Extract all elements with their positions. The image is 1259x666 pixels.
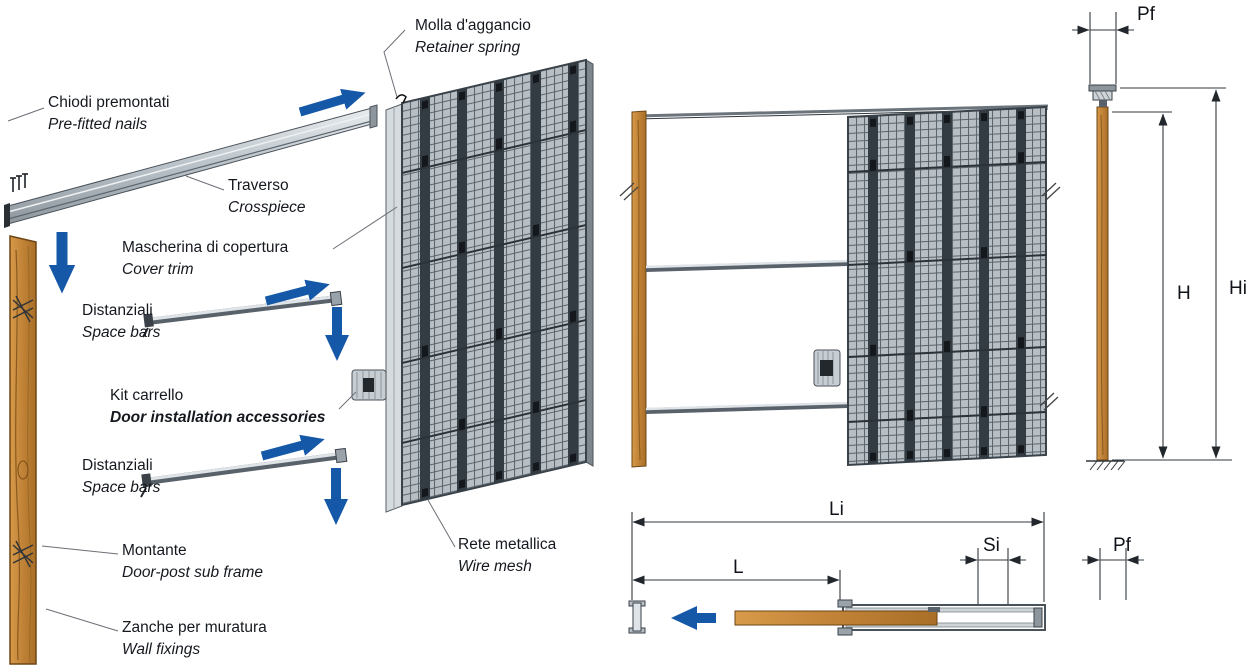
dim-hi: Hi [1229, 278, 1247, 299]
assembly-arrows [48, 88, 716, 631]
dim-li: Li [829, 499, 844, 520]
retainer-spring-part [395, 94, 407, 104]
label-retainer-spring-en: Retainer spring [415, 39, 521, 56]
plan-view [628, 599, 1046, 636]
label-cover-trim-it: Mascherina di copertura [122, 239, 289, 256]
label-retainer-spring-it: Molla d'aggancio [415, 17, 531, 34]
label-cover-trim-en: Cover trim [122, 261, 194, 278]
label-prefitted-nails-it: Chiodi premontati [48, 94, 170, 111]
assembled-view [619, 104, 1061, 468]
wire-mesh-panel-graphic [401, 58, 587, 507]
label-door-post-it: Montante [122, 542, 187, 559]
crosspiece-graphic [4, 104, 378, 228]
label-space-bars-lower: Distanziali Space bars [82, 455, 160, 499]
panel-depth-edge [585, 59, 594, 467]
label-wire-mesh-it: Rete metallica [458, 536, 557, 553]
label-door-post: Montante Door-post sub frame [122, 540, 263, 584]
door-post-graphic [9, 235, 37, 665]
label-door-kit-en: Door installation accessories [110, 409, 326, 426]
assembled-door-kit [813, 349, 841, 387]
space-bar-upper-graphic [142, 290, 343, 338]
dim-pf-top: Pf [1137, 4, 1155, 25]
label-space-bars-lower-it: Distanziali [82, 457, 153, 474]
dim-l: L [733, 557, 744, 578]
ground-hatch-icon [1086, 460, 1126, 471]
jamb-profile-icon [628, 600, 646, 634]
label-prefitted-nails: Chiodi premontati Pre-fitted nails [48, 92, 169, 136]
dimension-lines [631, 12, 1232, 604]
cover-trim-graphic [385, 103, 403, 513]
wall-break-ticks [619, 182, 1061, 411]
label-space-bars-upper-en: Space bars [82, 324, 161, 341]
dim-si: Si [983, 535, 1000, 556]
label-space-bars-upper: Distanziali Space bars [82, 300, 160, 344]
assembled-crossbars [645, 259, 849, 414]
elevation-view [1086, 84, 1126, 471]
door-panel-plan [734, 610, 938, 626]
label-wall-fixings-en: Wall fixings [122, 641, 201, 658]
label-crosspiece-it: Traverso [228, 177, 289, 194]
label-wire-mesh: Rete metallica Wire mesh [458, 534, 556, 578]
label-retainer-spring: Molla d'aggancio Retainer spring [415, 15, 531, 59]
door-kit-graphic [351, 369, 387, 401]
label-crosspiece-en: Crosspiece [228, 199, 306, 216]
label-wall-fixings: Zanche per muratura Wall fixings [122, 617, 267, 661]
dim-pf-bottom: Pf [1113, 535, 1131, 556]
space-bar-lower-graphic [140, 447, 348, 498]
prefitted-nails-icon [10, 173, 28, 192]
wall-anchor-icon [12, 295, 34, 568]
label-door-kit-it: Kit carrello [110, 387, 184, 404]
dim-h: H [1177, 283, 1191, 304]
label-door-kit: Kit carrello Door installation accessori… [110, 385, 325, 429]
label-door-post-en: Door-post sub frame [122, 564, 263, 581]
leader-lines [7, 29, 456, 632]
label-space-bars-upper-it: Distanziali [82, 302, 153, 319]
label-wire-mesh-en: Wire mesh [458, 558, 532, 575]
track-bracket-icon [1088, 84, 1117, 107]
label-space-bars-lower-en: Space bars [82, 479, 161, 496]
assembled-mesh-panel [847, 105, 1047, 467]
label-prefitted-nails-en: Pre-fitted nails [48, 116, 148, 133]
label-crosspiece: Traverso Crosspiece [228, 175, 306, 219]
label-cover-trim: Mascherina di copertura Cover trim [122, 237, 288, 281]
label-wall-fixings-it: Zanche per muratura [122, 619, 267, 636]
